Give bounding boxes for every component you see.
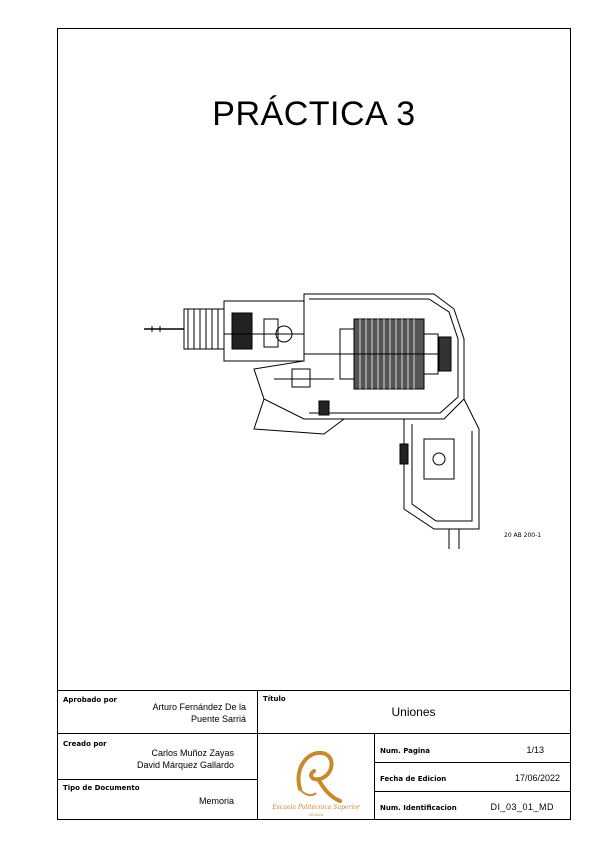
- titulo-value: Uniones: [391, 705, 436, 719]
- page-title: PRÁCTICA 3: [212, 95, 416, 133]
- id-label: Num. Identificacion: [380, 804, 457, 812]
- titulo-label: Título: [263, 695, 286, 703]
- divider: [58, 733, 570, 734]
- page-label: Num. Pagina: [380, 747, 431, 755]
- title-block: Aprobado por Arturo Fernández De la Puen…: [58, 690, 570, 820]
- svg-text:SEVILLA: SEVILLA: [309, 813, 324, 817]
- date-label: Fecha de Edicion: [380, 775, 447, 783]
- approved-value-line1: Arturo Fernández De la: [152, 702, 246, 712]
- drawing-code: 20 AB 200-1: [504, 532, 542, 539]
- power-drill-cutaway-icon: [144, 293, 480, 549]
- approved-label: Aprobado por: [63, 696, 117, 704]
- page-value: 1/13: [526, 745, 544, 755]
- document-sheet: PRÁCTICA 3: [57, 28, 571, 820]
- doctype-value: Memoria: [198, 796, 234, 806]
- created-value-line1: Carlos Muñoz Zayas: [151, 748, 234, 758]
- created-value-line2: David Márquez Gallardo: [136, 760, 234, 770]
- divider: [374, 733, 375, 820]
- divider: [58, 779, 257, 780]
- created-label: Creado por: [63, 740, 107, 748]
- doctype-label: Tipo de Documento: [63, 784, 140, 792]
- date-value: 17/06/2022: [514, 773, 560, 783]
- divider: [374, 762, 570, 763]
- approved-value-line2: Puente Sarriá: [190, 714, 246, 724]
- id-value: DI_03_01_MD: [490, 802, 554, 812]
- svg-text:Escuela Politécnica Superior: Escuela Politécnica Superior: [271, 804, 361, 811]
- divider: [374, 791, 570, 792]
- school-logo-icon: Escuela Politécnica Superior SEVILLA: [271, 750, 361, 817]
- divider: [257, 691, 258, 820]
